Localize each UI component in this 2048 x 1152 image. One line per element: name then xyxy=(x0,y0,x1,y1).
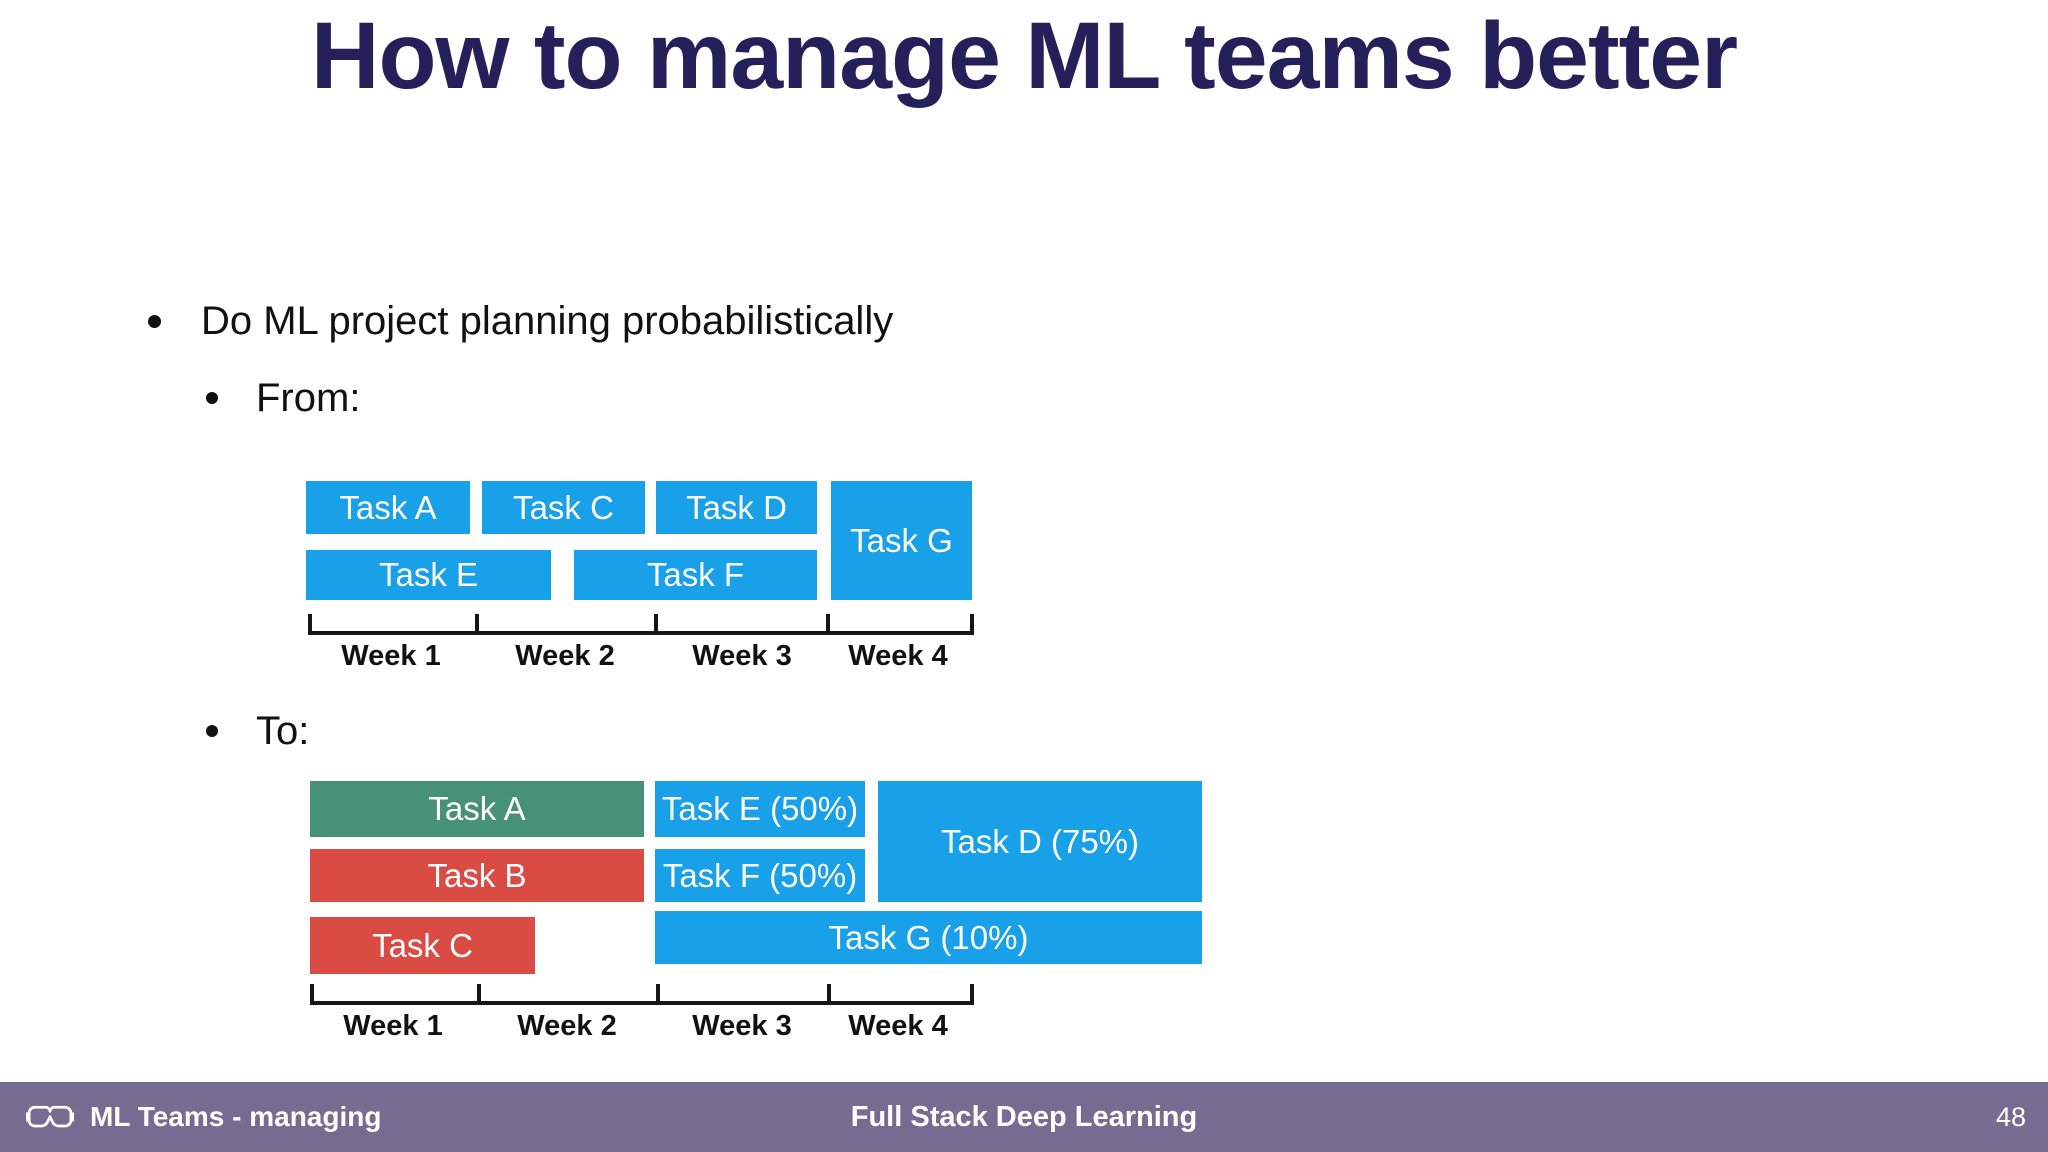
bullet-from-text: From: xyxy=(256,376,361,420)
goggles-icon xyxy=(26,1105,74,1128)
week-axis-tick xyxy=(827,984,831,1005)
gantt-bar-task-f: Task F xyxy=(574,550,817,600)
slide-title: How to manage ML teams better xyxy=(310,3,1738,109)
footer-bar: ML Teams - managing Full Stack Deep Lear… xyxy=(0,1082,2048,1152)
gantt-bar-task-c: Task C xyxy=(482,481,645,534)
week-axis-tick xyxy=(826,614,830,635)
footer-page-number: 48 xyxy=(1995,1101,2026,1132)
gantt-bar-task-g-10: Task G (10%) xyxy=(655,911,1202,964)
week-label-2: Week 2 xyxy=(515,640,615,672)
week-label-1: Week 1 xyxy=(343,1010,443,1042)
week-label-1: Week 1 xyxy=(341,640,441,672)
bullet-dot xyxy=(206,392,218,404)
week-label-4: Week 4 xyxy=(848,640,948,672)
week-axis-tick xyxy=(656,984,660,1005)
week-axis-tick xyxy=(970,984,974,1005)
week-axis-line xyxy=(310,1001,974,1005)
week-axis-tick xyxy=(654,614,658,635)
week-axis-tick xyxy=(970,614,974,635)
bullet-from: From: xyxy=(206,376,360,420)
gantt-bar-task-d: Task D xyxy=(656,481,817,534)
week-label-3: Week 3 xyxy=(692,640,792,672)
gantt-bar-task-d-75: Task D (75%) xyxy=(878,781,1202,902)
bullet-main: Do ML project planning probabilistically xyxy=(148,299,893,343)
gantt-bar-task-f-50: Task F (50%) xyxy=(655,849,865,902)
week-axis-line xyxy=(308,631,974,635)
gantt-bar-task-e: Task E xyxy=(306,550,551,600)
footer-left-group: ML Teams - managing xyxy=(26,1082,381,1152)
week-label-4: Week 4 xyxy=(848,1010,948,1042)
gantt-bar-task-c: Task C xyxy=(310,917,535,974)
gantt-bar-task-a: Task A xyxy=(306,481,470,534)
gantt-bar-task-g: Task G xyxy=(831,481,972,600)
week-axis-tick xyxy=(310,984,314,1005)
bullet-to: To: xyxy=(206,709,309,753)
week-axis-tick xyxy=(477,984,481,1005)
bullet-to-text: To: xyxy=(256,709,310,753)
bullet-dot xyxy=(206,725,218,737)
week-axis-tick xyxy=(308,614,312,635)
week-label-3: Week 3 xyxy=(692,1010,792,1042)
gantt-bar-task-b: Task B xyxy=(310,849,644,902)
gantt-bar-task-e-50: Task E (50%) xyxy=(655,781,865,837)
footer-left-label: ML Teams - managing xyxy=(90,1101,382,1132)
bullet-dot xyxy=(148,314,161,328)
bullet-main-text: Do ML project planning probabilistically xyxy=(201,299,894,343)
gantt-bar-task-a: Task A xyxy=(310,781,644,837)
week-axis-tick xyxy=(475,614,479,635)
footer-center-label: Full Stack Deep Learning xyxy=(850,1100,1198,1133)
week-label-2: Week 2 xyxy=(517,1010,617,1042)
